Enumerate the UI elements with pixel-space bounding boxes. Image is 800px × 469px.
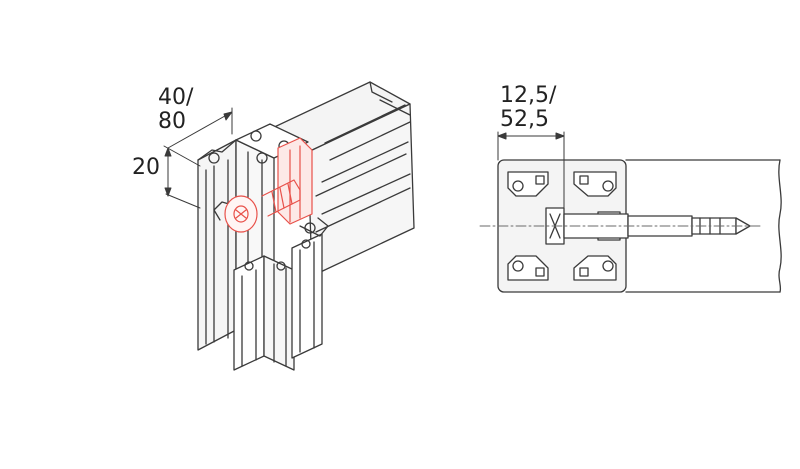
- fastener-highlight: [224, 137, 313, 233]
- horizontal-profile: [267, 81, 415, 277]
- dimension-label-width-line2: 80: [158, 109, 186, 134]
- dimension-lines-left: [163, 107, 233, 209]
- dimension-label-width-line1: 40/: [158, 85, 194, 110]
- dimension-label-offset-line1: 12,5/: [500, 83, 557, 108]
- sectional-side-view: [479, 131, 782, 293]
- vertical-profile-front: [233, 255, 295, 371]
- dimension-lines-right: [497, 131, 565, 209]
- dimension-label-offset-line2: 52,5: [500, 107, 549, 132]
- vertical-profile-right: [291, 233, 323, 359]
- connected-profile: [625, 159, 782, 293]
- isometric-corner-assembly: [163, 81, 415, 371]
- dimension-label-height: 20: [132, 155, 160, 180]
